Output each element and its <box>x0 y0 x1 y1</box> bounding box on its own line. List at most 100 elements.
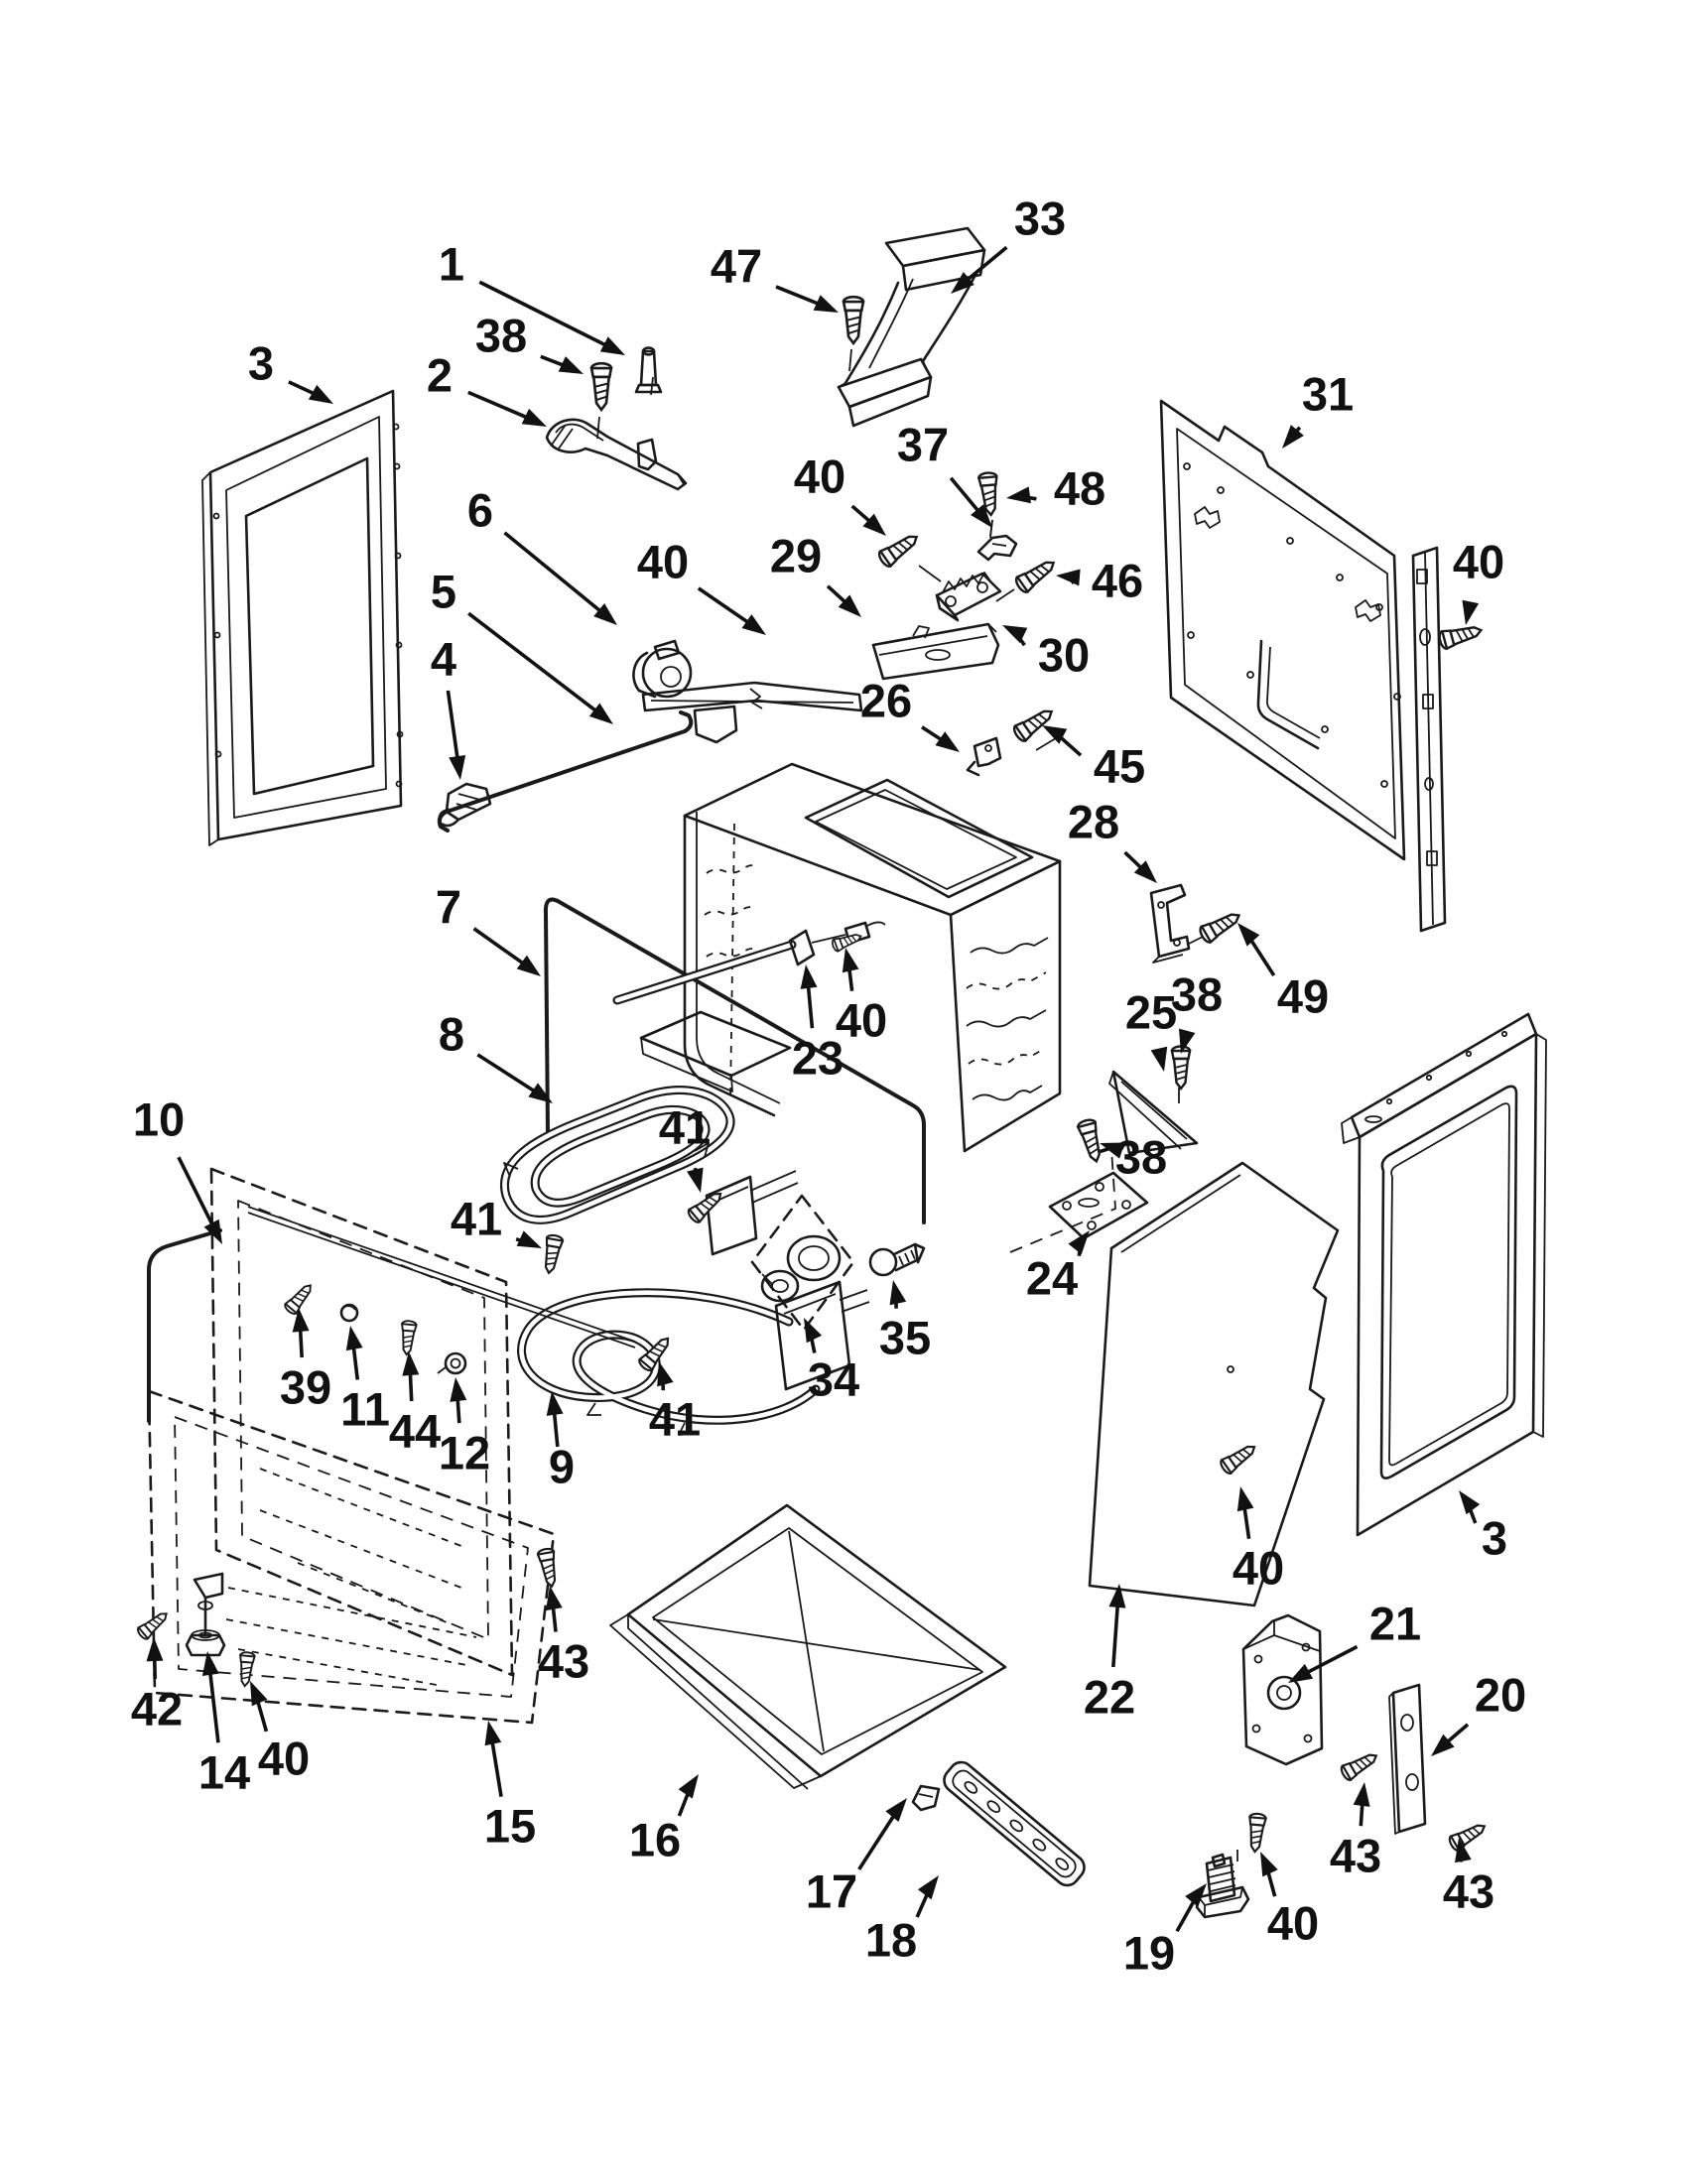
callout-45: 45 <box>1042 725 1145 793</box>
part-number-label: 23 <box>792 1032 844 1085</box>
part-number-label: 48 <box>1054 462 1105 515</box>
part-number-label: 41 <box>451 1193 502 1245</box>
part-number-label: 16 <box>629 1814 681 1866</box>
leader-arrowhead <box>917 1875 939 1900</box>
callout-12: 12 <box>439 1377 490 1479</box>
leader-arrowhead <box>201 1651 219 1676</box>
callout-14: 14 <box>198 1651 250 1799</box>
callout-29: 29 <box>770 530 861 617</box>
screw-38a <box>589 361 613 412</box>
part-number-label: 25 <box>1125 986 1177 1039</box>
leader-line <box>207 1664 220 1743</box>
part-number-label: 5 <box>431 566 456 618</box>
callout-15: 15 <box>484 1721 536 1853</box>
callout-40: 40 <box>836 948 887 1047</box>
screw-47 <box>842 295 865 345</box>
part-number-label: 35 <box>879 1312 931 1364</box>
leader-arrowhead <box>1178 1028 1196 1054</box>
leader-arrowhead <box>1353 1782 1370 1807</box>
callout-46: 46 <box>1056 555 1143 607</box>
leader-arrowhead <box>1282 425 1304 449</box>
part-drawer-pan <box>609 1503 1007 1790</box>
leader-arrowhead <box>741 614 766 635</box>
part-latch-rod <box>437 710 694 833</box>
leader-arrowhead <box>813 295 839 313</box>
leader-arrowhead <box>935 731 960 752</box>
screw-46 <box>1012 554 1060 596</box>
part-leveling-leg <box>185 1572 226 1657</box>
leader-line <box>857 1807 900 1870</box>
leader-arrowhead <box>1288 1663 1314 1683</box>
part-number-label: 43 <box>538 1635 589 1688</box>
screw-40e <box>236 1650 256 1688</box>
callout-2: 2 <box>427 349 547 427</box>
part-door-gasket-rod <box>543 897 926 1224</box>
leader-line <box>177 1156 218 1233</box>
callout-39: 39 <box>280 1308 331 1414</box>
leader-arrowhead <box>889 1280 907 1306</box>
part-number-label: 39 <box>280 1361 331 1414</box>
callout-8: 8 <box>439 1008 553 1103</box>
part-number-label: 34 <box>808 1353 859 1406</box>
part-number-label: 12 <box>439 1427 490 1479</box>
part-number-label: 19 <box>1123 1927 1175 1980</box>
part-number-label: 41 <box>649 1393 701 1446</box>
part-number-label: 26 <box>860 675 912 727</box>
callout-38: 38 <box>1099 1131 1167 1184</box>
part-number-label: 40 <box>1267 1897 1319 1950</box>
leader-arrowhead <box>842 948 859 973</box>
part-support-bracket <box>871 622 1000 681</box>
callout-11: 11 <box>340 1326 390 1436</box>
callout-30: 30 <box>1002 625 1090 682</box>
callout-19: 19 <box>1123 1883 1207 1980</box>
callout-1: 1 <box>439 238 625 355</box>
screw-40f <box>1245 1812 1267 1854</box>
part-number-label: 24 <box>1026 1252 1078 1305</box>
part-number-label: 4 <box>431 633 456 686</box>
part-door-grommet <box>437 1351 467 1375</box>
leader-arrowhead <box>593 603 617 625</box>
part-number-label: 9 <box>549 1441 575 1493</box>
callout-10: 10 <box>133 1093 222 1244</box>
part-number-label: 3 <box>248 337 274 390</box>
callout-40: 40 <box>1453 536 1504 625</box>
part-number-label: 3 <box>1482 1512 1507 1565</box>
callout-16: 16 <box>629 1774 699 1866</box>
callout-3: 3 <box>1459 1490 1507 1565</box>
leader-arrowhead <box>1006 486 1031 504</box>
callout-42: 42 <box>131 1637 183 1735</box>
part-number-label: 15 <box>484 1800 536 1853</box>
part-number-label: 22 <box>1084 1671 1135 1724</box>
part-number-label: 28 <box>1068 796 1119 848</box>
leader-arrowhead <box>678 1774 699 1799</box>
leader-arrowhead <box>804 1318 823 1344</box>
callout-47: 47 <box>711 240 839 313</box>
part-rear-panel <box>1159 399 1406 861</box>
leader-arrowhead <box>687 1167 704 1193</box>
part-number-label: 1 <box>439 238 464 291</box>
callout-22: 22 <box>1084 1584 1135 1724</box>
leader-arrowhead <box>838 594 861 617</box>
callout-7: 7 <box>436 881 541 976</box>
part-glide-leveling-bolt <box>1195 1853 1250 1919</box>
callout-40: 40 <box>1260 1852 1319 1950</box>
leader-arrowhead <box>800 964 818 989</box>
part-number-label: 40 <box>1453 536 1504 588</box>
part-side-door-panel <box>1341 1012 1547 1537</box>
callout-21: 21 <box>1288 1598 1421 1683</box>
part-number-label: 49 <box>1277 970 1329 1023</box>
leader-arrowhead <box>558 356 584 374</box>
part-number-label: 40 <box>836 994 887 1047</box>
part-rear-brace-bracket <box>1149 883 1191 964</box>
leader-arrowhead <box>516 1230 542 1248</box>
part-number-label: 47 <box>711 240 762 293</box>
part-number-label: 43 <box>1330 1830 1381 1882</box>
part-door-plug <box>339 1303 359 1323</box>
leader-arrowhead <box>1185 1883 1207 1907</box>
leader-arrowhead <box>1455 1838 1472 1863</box>
leader-arrowhead <box>545 1586 563 1611</box>
part-number-label: 17 <box>806 1865 857 1918</box>
leader-arrowhead <box>528 1083 553 1103</box>
callout-40: 40 <box>794 450 886 536</box>
cavity-insulation-waves <box>704 864 1049 1101</box>
